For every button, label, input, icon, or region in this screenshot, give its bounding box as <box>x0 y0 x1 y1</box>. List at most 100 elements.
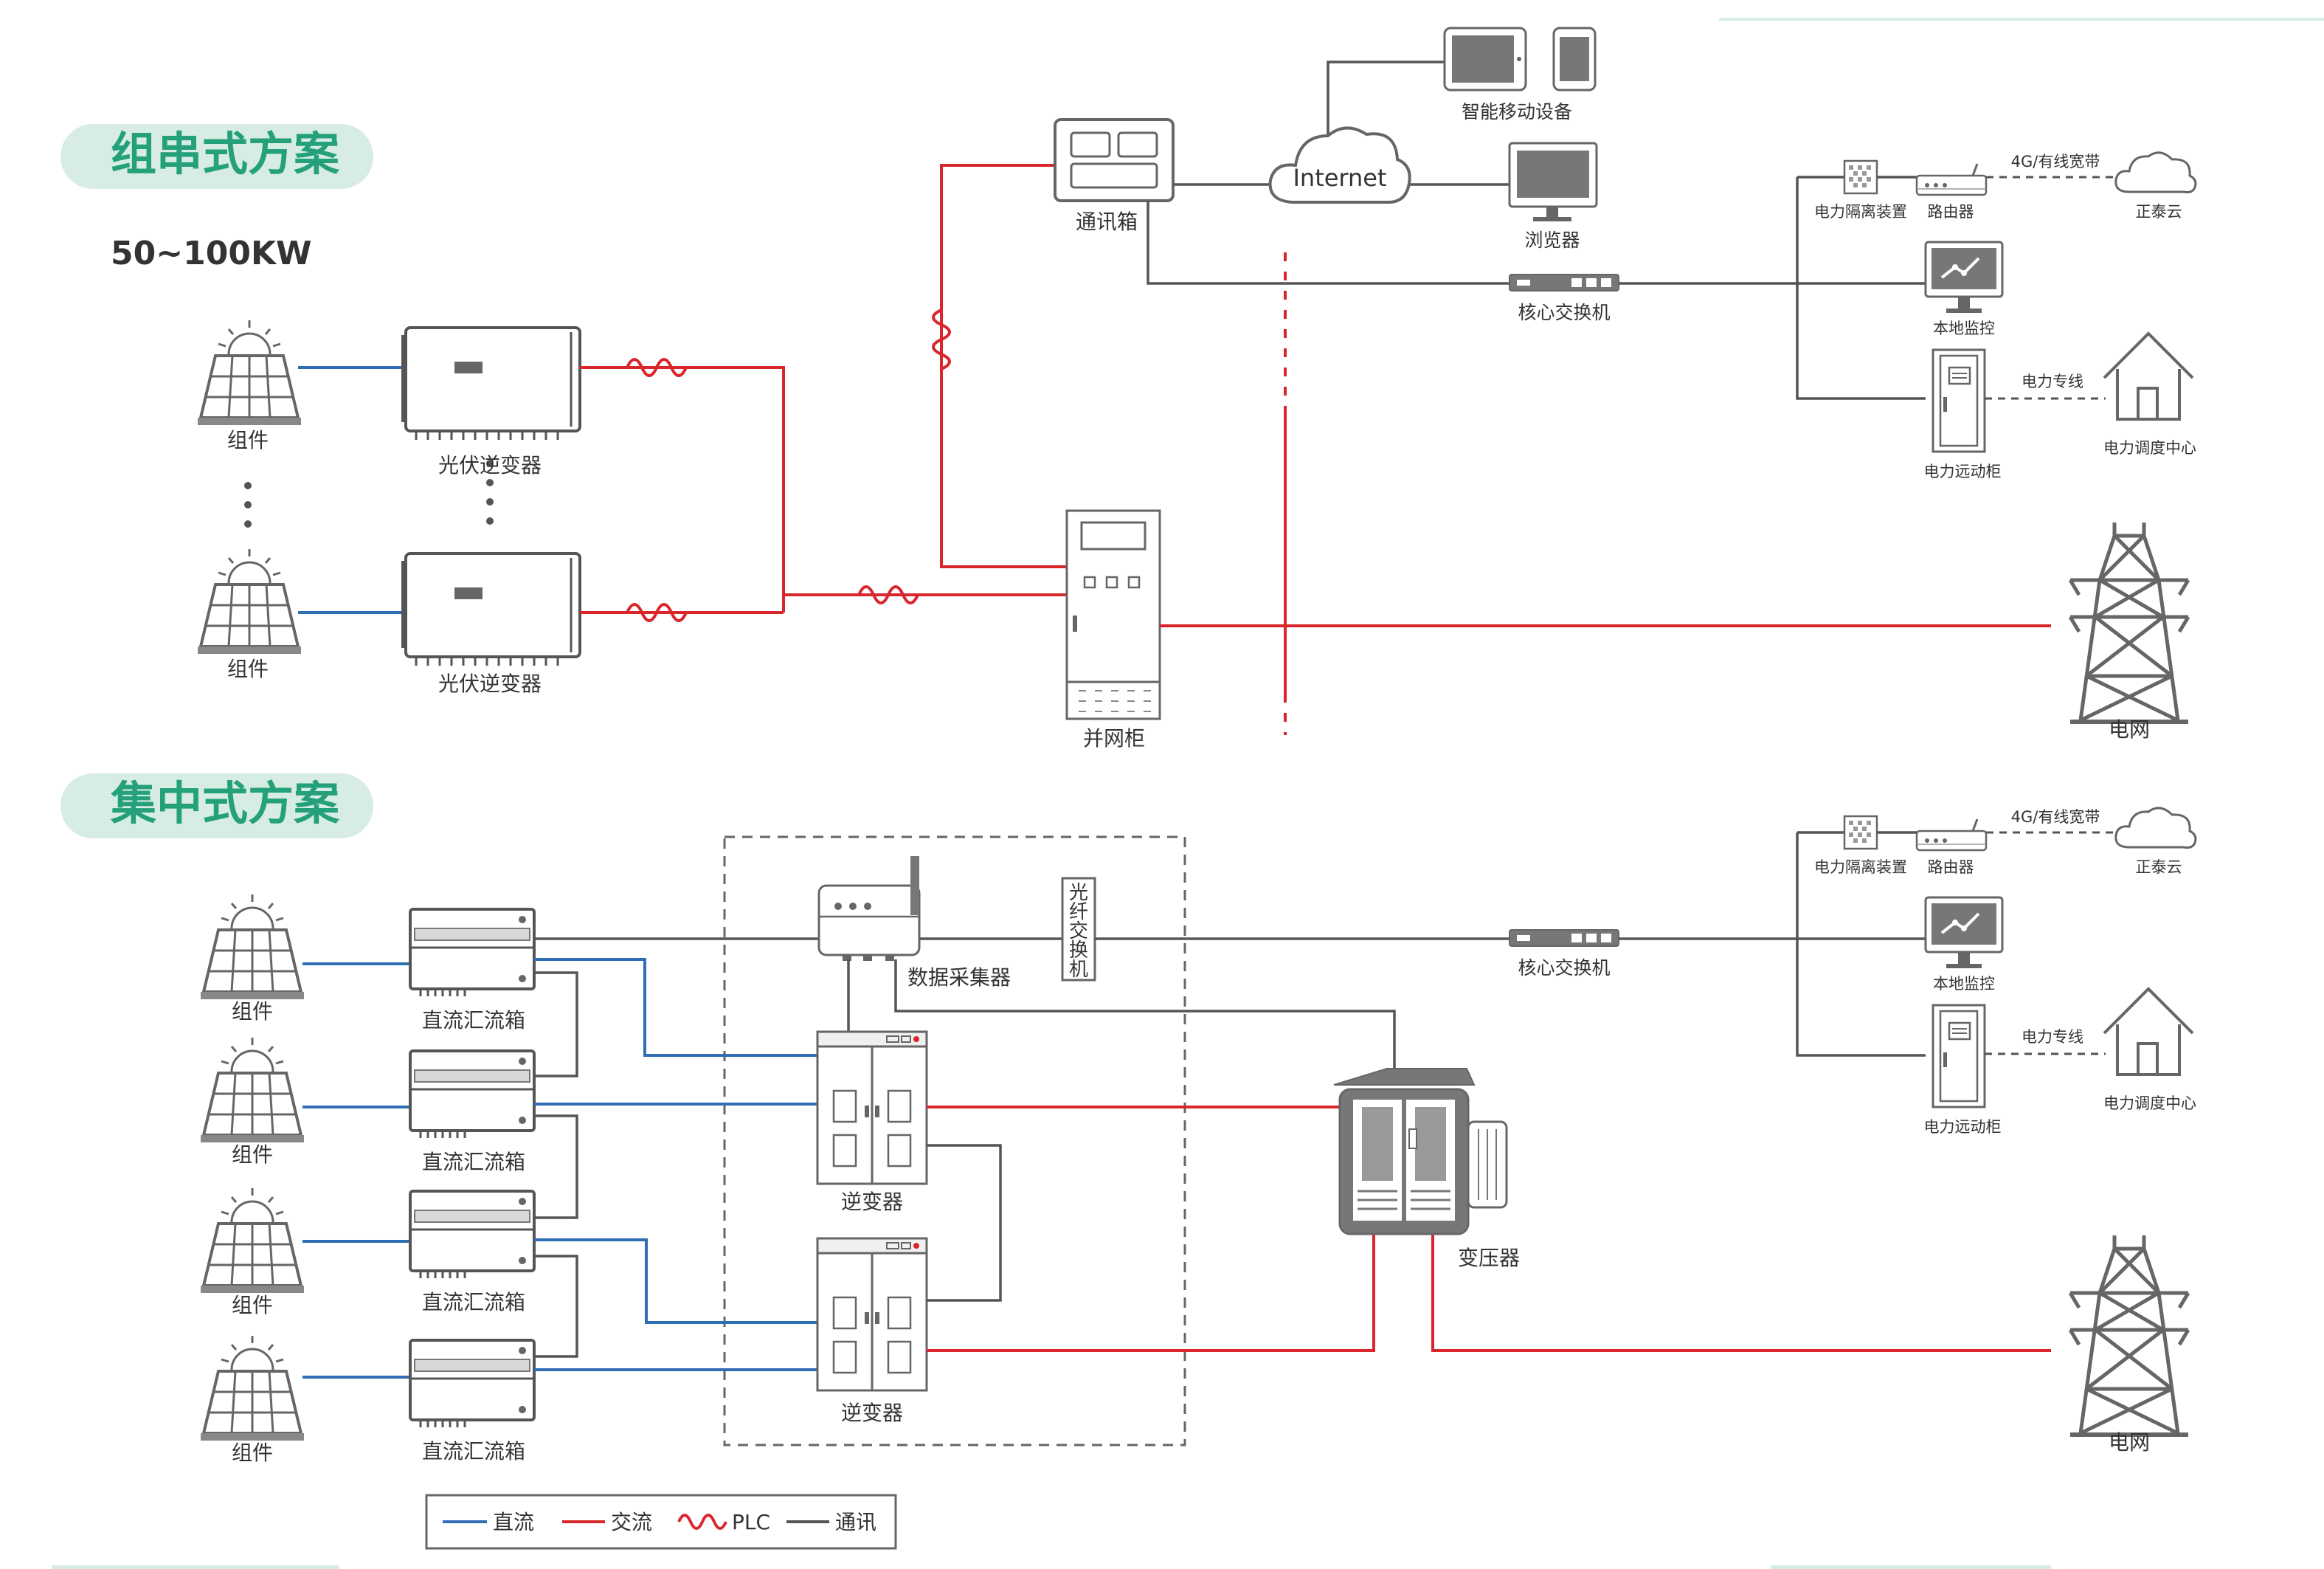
solar-module-icon <box>199 1036 305 1144</box>
isolation-device-icon <box>1843 159 1878 195</box>
local-monitor-label: 本地监控 <box>1933 320 1995 337</box>
core-switch-label: 核心交换机 <box>1518 302 1610 323</box>
fiber-switch-icon <box>1061 877 1096 982</box>
data-collector-label: 数据采集器 <box>907 965 1011 990</box>
transformer-icon <box>1333 1068 1508 1235</box>
fiber-switch-label: 光 纤 交 换 机 <box>1069 882 1088 981</box>
power-line-label: 电力专线 <box>2022 1028 2083 1046</box>
grid-label: 电网 <box>2109 1430 2150 1455</box>
remote-cabinet-icon <box>1932 1004 1986 1108</box>
cloud-icon <box>2114 151 2197 193</box>
transformer-label: 变压器 <box>1458 1246 1520 1270</box>
ellipsis-dots <box>244 460 494 528</box>
solar-module-icon <box>199 1334 305 1442</box>
local-monitor-icon <box>1924 241 2004 314</box>
router-label: 路由器 <box>1928 858 1974 876</box>
local-monitor-icon <box>1924 896 2004 970</box>
remote-cabinet-label: 电力远动柜 <box>1924 463 2002 480</box>
dispatch-center-icon <box>2103 987 2194 1076</box>
inverter-room-boundary <box>723 835 1186 1446</box>
router-label: 路由器 <box>1928 203 1974 221</box>
broadband-label: 4G/有线宽带 <box>2011 808 2100 826</box>
pv-inverter-label: 光伏逆变器 <box>438 672 542 696</box>
inverter-label: 逆变器 <box>841 1401 903 1425</box>
module-label: 组件 <box>232 1142 273 1167</box>
combiner-label: 直流汇流箱 <box>422 1290 525 1314</box>
legend-plc: PLC <box>732 1510 770 1534</box>
comm-box-icon <box>1054 118 1175 202</box>
phone-icon <box>1552 27 1597 92</box>
svg-text:机: 机 <box>1069 959 1088 981</box>
combiner-label: 直流汇流箱 <box>422 1008 525 1032</box>
module-label: 组件 <box>227 657 269 681</box>
power-tower-icon <box>2070 1235 2188 1435</box>
pv-inverter-icon <box>400 552 581 667</box>
comm-box-label: 通讯箱 <box>1076 210 1138 234</box>
power-line-label: 电力专线 <box>2022 373 2083 390</box>
combiner-box-icon <box>409 1049 536 1139</box>
combiner-box-icon <box>409 908 536 998</box>
smart-mobile-label: 智能移动设备 <box>1462 101 1572 123</box>
module-label: 组件 <box>232 1293 273 1317</box>
browser-label: 浏览器 <box>1524 230 1580 251</box>
solar-module-icon <box>199 893 305 1001</box>
grid-label: 电网 <box>2109 717 2150 742</box>
central-inverter-icon <box>816 1030 928 1185</box>
cloud-icon <box>2114 807 2197 849</box>
central-scheme-title: 集中式方案 <box>110 776 340 830</box>
combiner-label: 直流汇流箱 <box>422 1150 525 1174</box>
legend: 直流 交流 PLC 通讯 <box>425 1494 897 1550</box>
svg-text:交: 交 <box>1069 920 1088 942</box>
grid-cabinet-label: 并网柜 <box>1083 726 1145 751</box>
central-inverter-icon <box>816 1237 928 1392</box>
core-switch-label: 核心交换机 <box>1518 957 1610 979</box>
tablet-icon <box>1443 27 1527 92</box>
remote-cabinet-icon <box>1932 348 1986 453</box>
svg-text:换: 换 <box>1069 939 1088 962</box>
dispatch-center-icon <box>2103 332 2194 421</box>
svg-text:光: 光 <box>1069 882 1088 904</box>
cloud-label: 正泰云 <box>2136 203 2182 221</box>
combiner-label: 直流汇流箱 <box>422 1439 525 1463</box>
pv-inverter-label: 光伏逆变器 <box>438 453 542 477</box>
isolation-device-icon <box>1843 815 1878 850</box>
internet-label: Internet <box>1293 164 1386 192</box>
power-range: 50~100KW <box>111 235 312 272</box>
power-tower-icon <box>2070 523 2188 722</box>
remote-cabinet-label: 电力远动柜 <box>1924 1118 2002 1136</box>
central-scheme-pill <box>60 773 373 838</box>
combiner-box-icon <box>409 1339 536 1429</box>
browser-monitor-icon <box>1508 142 1598 221</box>
core-switch-icon <box>1509 929 1619 947</box>
solar-module-icon <box>196 319 302 427</box>
router-icon <box>1915 162 1988 196</box>
module-label: 组件 <box>232 999 273 1024</box>
legend-comm: 通讯 <box>835 1510 876 1534</box>
local-monitor-label: 本地监控 <box>1933 975 1995 993</box>
combiner-box-icon <box>409 1190 536 1280</box>
pv-inverter-icon <box>400 326 581 441</box>
isolation-label: 电力隔离装置 <box>1814 203 1907 221</box>
solar-module-icon <box>196 548 302 655</box>
module-label: 组件 <box>232 1441 273 1465</box>
broadband-label: 4G/有线宽带 <box>2011 153 2100 170</box>
core-switch-icon <box>1509 274 1619 292</box>
inverter-label: 逆变器 <box>841 1190 903 1214</box>
router-icon <box>1915 818 1988 852</box>
internet-cloud-icon <box>1268 126 1411 204</box>
string-scheme-pill <box>60 124 373 189</box>
svg-text:纤: 纤 <box>1069 901 1088 923</box>
legend-dc: 直流 <box>493 1510 534 1534</box>
isolation-label: 电力隔离装置 <box>1814 858 1907 876</box>
grid-cabinet-icon <box>1065 509 1161 720</box>
cloud-label: 正泰云 <box>2136 858 2182 876</box>
module-label: 组件 <box>227 428 269 452</box>
dispatch-center-label: 电力调度中心 <box>2103 1094 2196 1112</box>
string-scheme-title: 组串式方案 <box>111 127 340 181</box>
legend-ac: 交流 <box>611 1510 652 1534</box>
plc-wave-icon <box>932 308 951 370</box>
dispatch-center-label: 电力调度中心 <box>2103 439 2196 457</box>
solar-module-icon <box>199 1187 305 1294</box>
